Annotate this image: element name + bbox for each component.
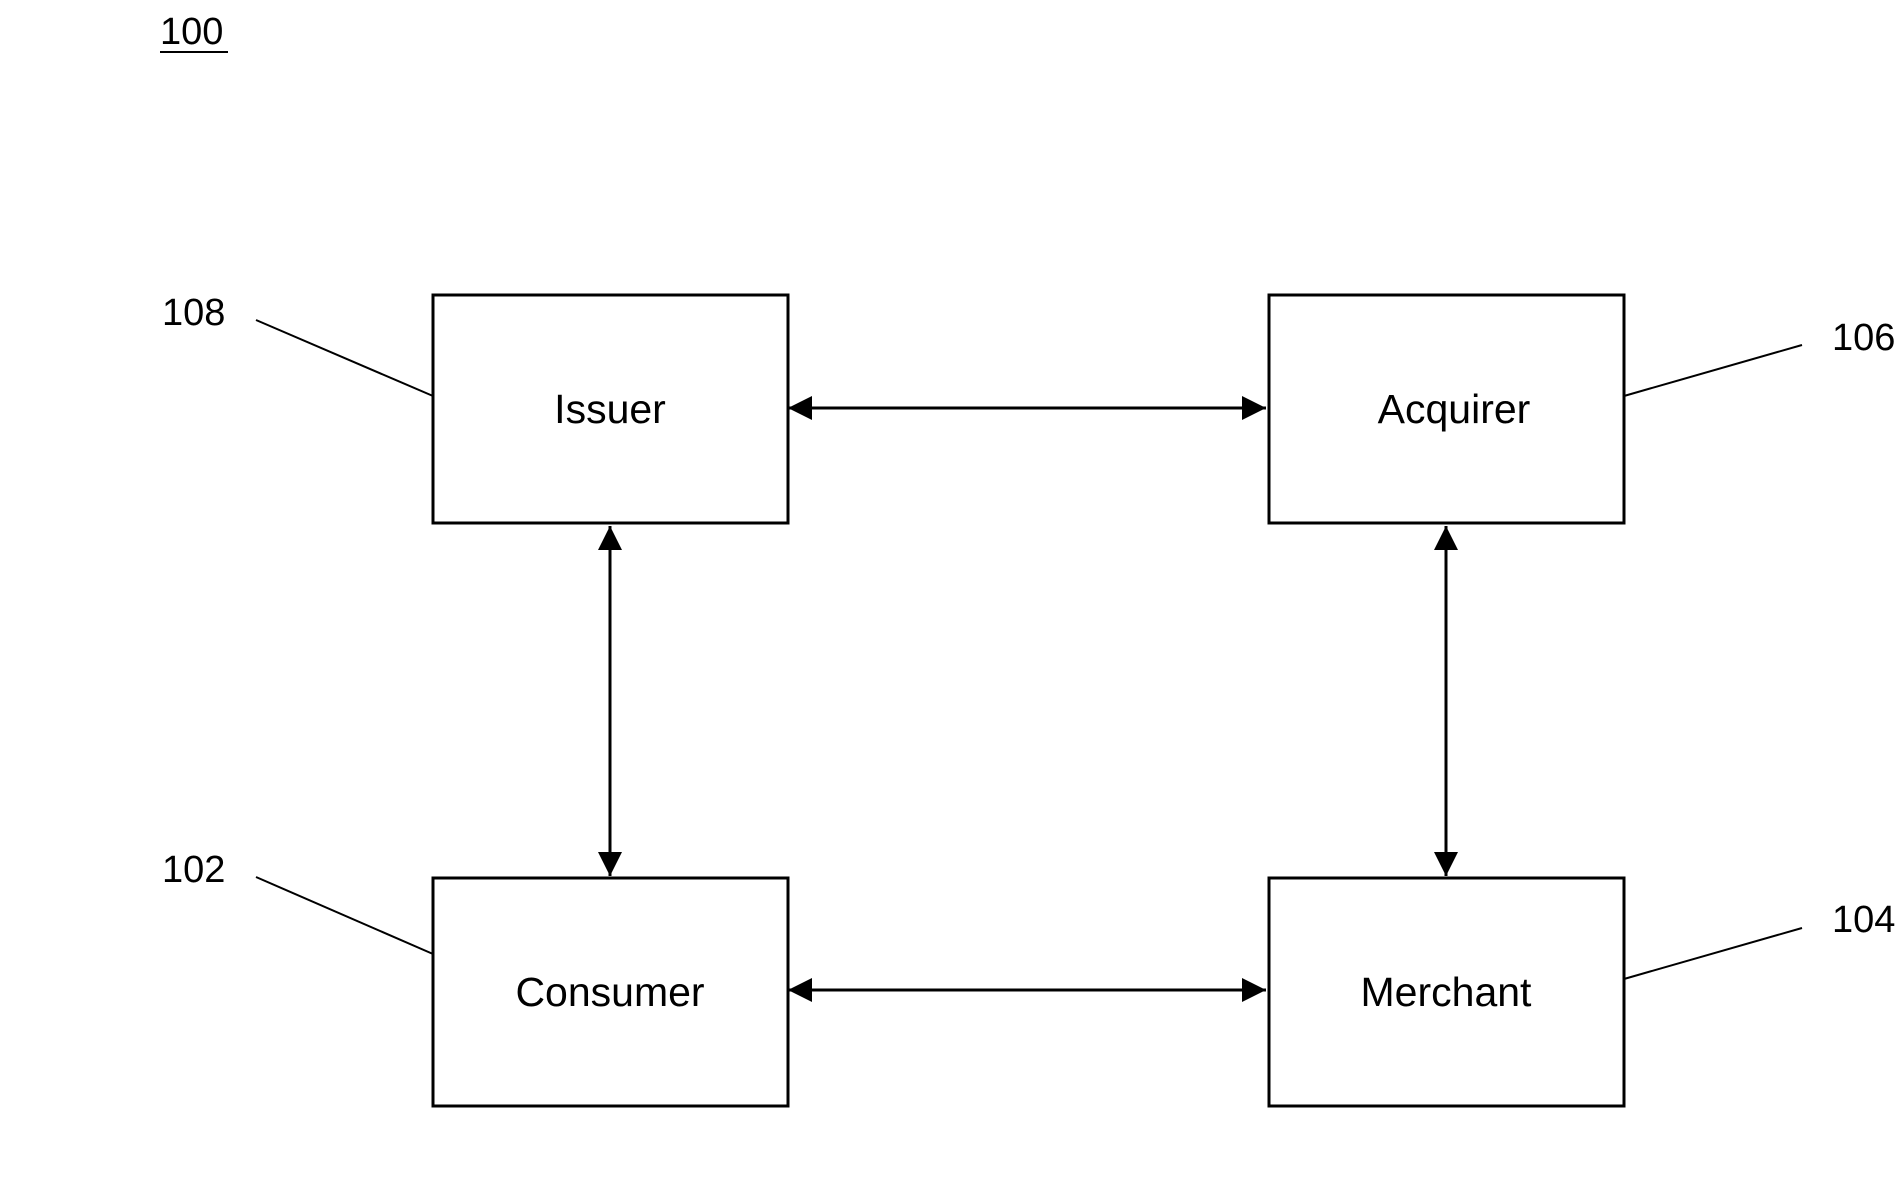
consumer-ref-number: 102 [162,849,225,891]
leader-issuer [256,320,433,396]
leader-acquirer [1624,345,1802,396]
issuer-label: Issuer [554,386,666,432]
figure-ref-label: 100 [160,11,223,53]
node-acquirer: Acquirer [1269,295,1624,523]
issuer-ref-number: 108 [162,292,225,334]
leader-consumer [256,877,433,954]
merchant-label: Merchant [1361,969,1533,1015]
acquirer-label: Acquirer [1378,386,1531,432]
acquirer-ref-number: 106 [1832,317,1895,359]
node-consumer: Consumer [433,878,788,1106]
consumer-label: Consumer [515,969,704,1015]
leader-merchant [1624,928,1802,979]
node-issuer: Issuer [433,295,788,523]
merchant-ref-number: 104 [1832,899,1895,941]
node-merchant: Merchant [1269,878,1624,1106]
figure-ref: 100 [160,11,228,53]
